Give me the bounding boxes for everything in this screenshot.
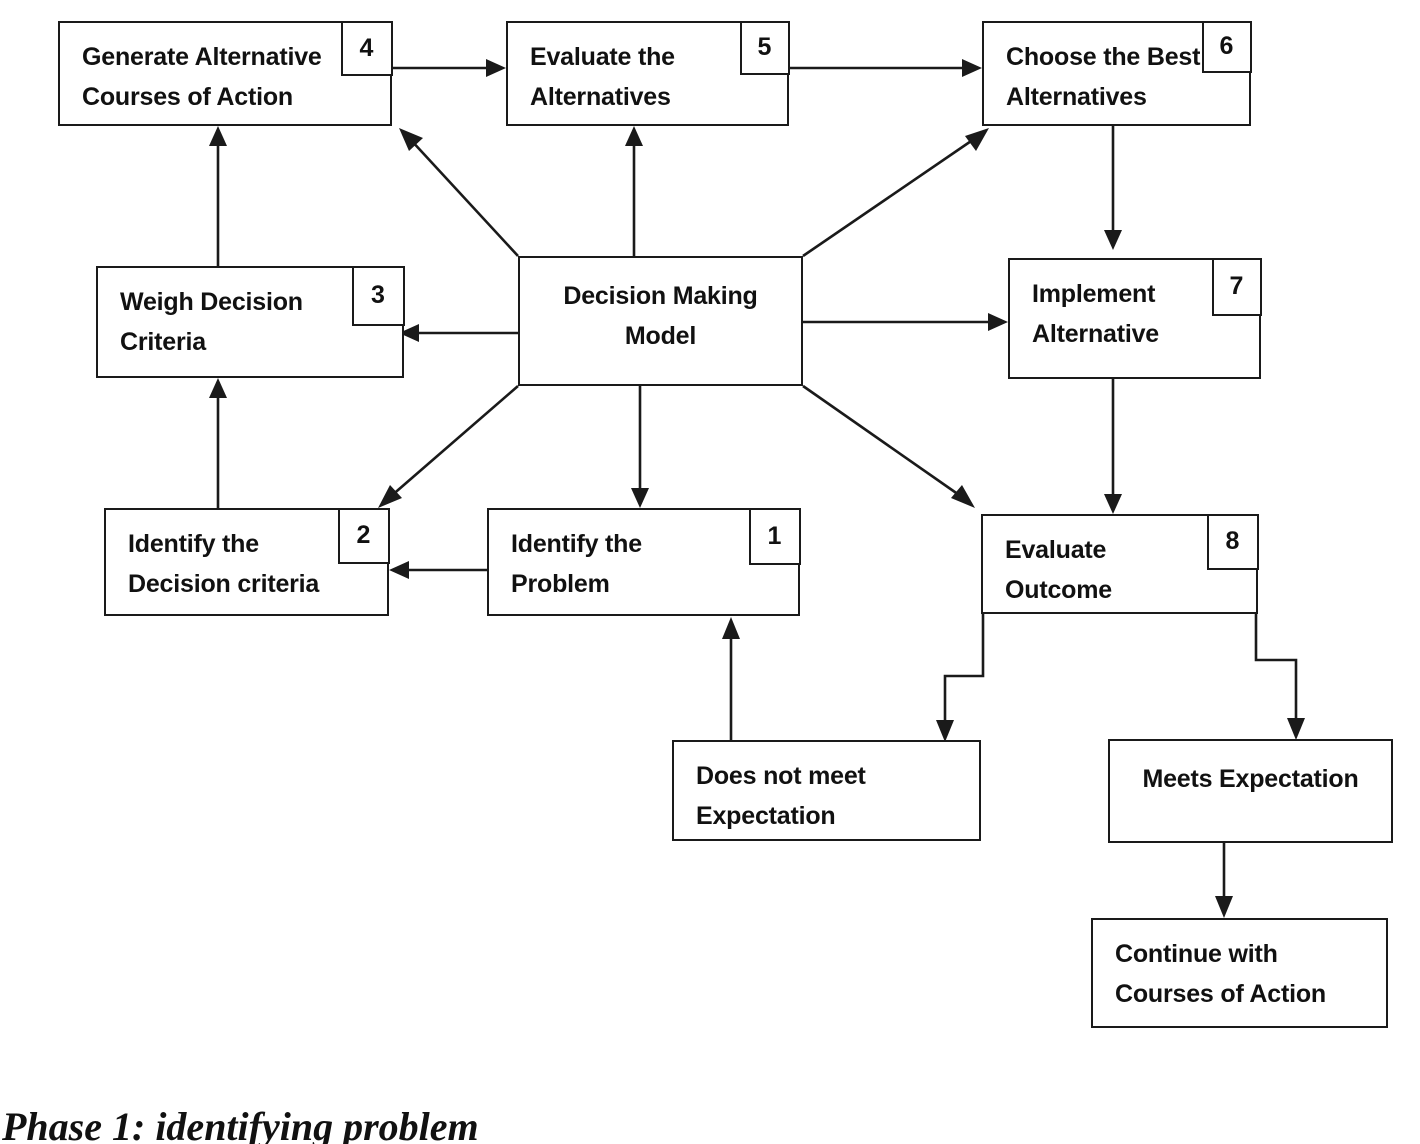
- edge-model-to-evaluate-outcome: [802, 384, 975, 508]
- step-number-6: 6: [1201, 20, 1252, 73]
- edge-model-to-implement: [803, 313, 1008, 331]
- node-label: Weigh Decision Criteria: [120, 288, 303, 356]
- edge-model-to-weigh: [399, 324, 518, 342]
- node-label: Evaluate the Alternatives: [530, 43, 675, 111]
- node-identify-the-problem[interactable]: Identify the Problem 1: [487, 507, 801, 616]
- edge-model-to-generate: [399, 128, 519, 257]
- node-label: Does not meet Expectation: [696, 762, 866, 830]
- node-decision-making-model[interactable]: Decision Making Model: [518, 256, 803, 386]
- edge-choose-to-implement: [1104, 126, 1122, 250]
- edge-model-to-identify-criteria: [378, 385, 519, 508]
- node-does-not-meet-expectation[interactable]: Does not meet Expectation: [672, 740, 981, 841]
- node-choose-the-best-alternatives[interactable]: Choose the Best Alternatives 6: [982, 20, 1252, 126]
- node-implement-alternative[interactable]: Implement Alternative 7: [1008, 257, 1262, 379]
- node-label: Identify the Decision criteria: [128, 530, 320, 598]
- node-evaluate-outcome[interactable]: Evaluate Outcome 8: [981, 513, 1259, 614]
- step-number-2: 2: [337, 507, 390, 564]
- edge-does-not-meet-to-problem: [722, 617, 740, 740]
- step-number-5: 5: [739, 20, 790, 75]
- step-number-4: 4: [340, 20, 393, 76]
- edge-model-to-evaluate: [625, 126, 643, 256]
- edge-model-to-choose: [802, 128, 989, 258]
- edge-weigh-to-generate: [209, 126, 227, 266]
- node-identify-the-decision-criteria[interactable]: Identify the Decision criteria 2: [104, 507, 390, 616]
- node-label: Evaluate Outcome: [1005, 536, 1112, 604]
- edge-implement-to-evaluate-outcome: [1104, 379, 1122, 514]
- edge-outcome-to-meets: [1254, 613, 1305, 740]
- step-number-1: 1: [748, 507, 801, 565]
- node-weigh-decision-criteria[interactable]: Weigh Decision Criteria 3: [96, 265, 405, 378]
- edge-outcome-to-does-not-meet: [936, 613, 985, 742]
- edge-criteria-to-weigh: [209, 378, 227, 508]
- node-evaluate-the-alternatives[interactable]: Evaluate the Alternatives 5: [506, 20, 790, 126]
- node-generate-alternative-courses-of-action[interactable]: Generate Alternative Courses of Action 4: [58, 20, 393, 126]
- edge-model-to-identify-problem: [631, 386, 649, 508]
- node-label: Decision Making Model: [563, 282, 758, 350]
- node-continue-with-courses-of-action[interactable]: Continue with Courses of Action: [1091, 918, 1388, 1028]
- node-meets-expectation[interactable]: Meets Expectation: [1108, 739, 1393, 843]
- node-label: Meets Expectation: [1142, 765, 1359, 793]
- diagram-caption: Phase 1: identifying problem: [2, 1104, 479, 1144]
- node-label: Generate Alternative Courses of Action: [82, 43, 322, 111]
- step-number-8: 8: [1206, 513, 1259, 570]
- node-label: Identify the Problem: [511, 530, 642, 598]
- edge-problem-to-criteria: [389, 561, 487, 579]
- step-number-3: 3: [351, 265, 405, 326]
- node-label: Continue with Courses of Action: [1115, 940, 1326, 1008]
- edge-evaluate-to-choose: [789, 59, 982, 77]
- step-number-7: 7: [1211, 257, 1262, 316]
- edge-generate-to-evaluate: [392, 59, 506, 77]
- edge-meets-to-continue: [1215, 843, 1233, 918]
- node-label: Implement Alternative: [1032, 280, 1160, 348]
- node-label: Choose the Best Alternatives: [1006, 43, 1201, 111]
